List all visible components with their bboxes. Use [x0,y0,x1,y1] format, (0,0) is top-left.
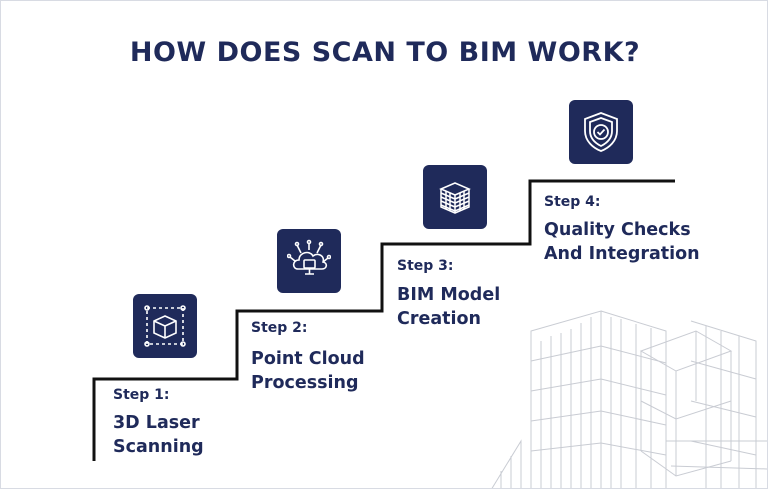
shield-check-icon [584,112,618,152]
step-1-icon-box [133,294,197,358]
step-1-label: Step 1: [113,387,170,403]
building-layers-icon [439,182,471,214]
step-2-icon-box [277,229,341,293]
step-3-icon-box [423,165,487,229]
step-4-label: Step 4: [544,194,601,210]
step-3-label: Step 3: [397,258,454,274]
cloud-network-icon [287,239,331,275]
page-title: HOW DOES SCAN TO BIM WORK? [129,37,641,68]
step-1-title: 3D Laser Scanning [113,413,204,457]
step-4-icon-box [569,100,633,164]
step-2-label: Step 2: [251,320,308,336]
3d-box-scan-icon [144,305,186,347]
step-4-title: Quality Checks And Integration [544,220,700,264]
step-2-title: Point Cloud Processing [251,349,365,393]
building-wireframe-sketch [491,310,767,488]
step-3-title: BIM Model Creation [397,285,501,329]
